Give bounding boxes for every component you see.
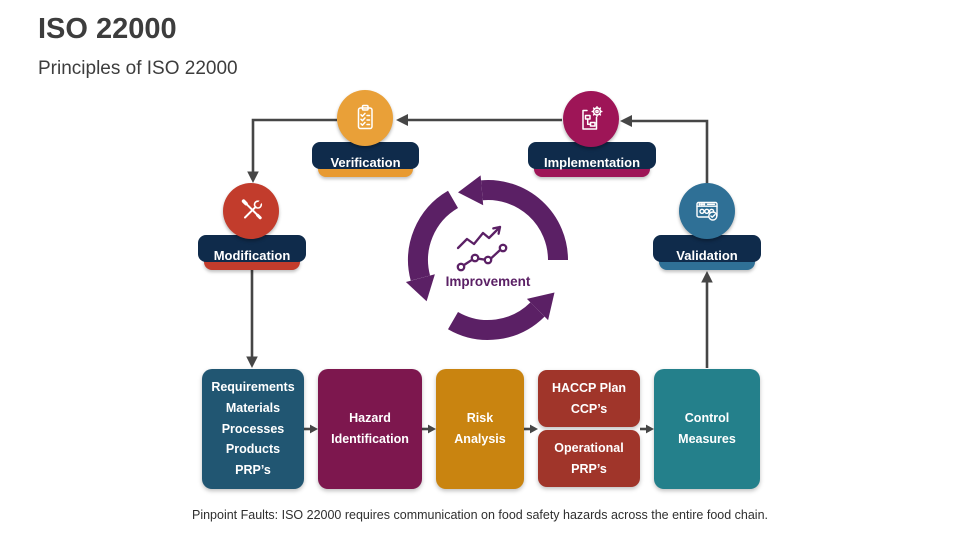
- verification-label: Verification: [312, 142, 419, 177]
- flow-box-hazard-identification: Hazard Identification: [318, 369, 422, 489]
- improvement-label: Improvement: [445, 274, 531, 289]
- flow-box-control-measures: Control Measures: [654, 369, 760, 489]
- modification-badge: [223, 183, 279, 239]
- validation-badge: [679, 183, 735, 239]
- improvement-cycle-arrows: [405, 175, 568, 340]
- flow-box-risk-analysis: Risk Analysis: [436, 369, 524, 489]
- footer-caption: Pinpoint Faults: ISO 22000 requires comm…: [191, 508, 769, 522]
- validation-label: Validation: [653, 235, 761, 270]
- crossed-tools-icon: [241, 198, 264, 220]
- trend-up-chart-icon: [456, 225, 508, 272]
- flow-box-haccp-plan: HACCP Plan CCP’s: [538, 370, 640, 427]
- implementation-badge: [563, 91, 619, 147]
- page-subtitle: Principles of ISO 22000: [38, 58, 238, 79]
- implementation-label: Implementation: [528, 142, 656, 177]
- verification-badge: [337, 90, 393, 146]
- modification-label: Modification: [198, 235, 306, 270]
- blueprint-gear-icon: [582, 105, 603, 130]
- flow-box-requirements: Requirements Materials Processes Product…: [202, 369, 304, 489]
- flow-box-operational-prps: Operational PRP’s: [538, 430, 640, 487]
- clipboard-checklist-icon: [357, 104, 373, 130]
- page-title: ISO 22000: [38, 13, 177, 45]
- approved-window-icon: [696, 201, 718, 221]
